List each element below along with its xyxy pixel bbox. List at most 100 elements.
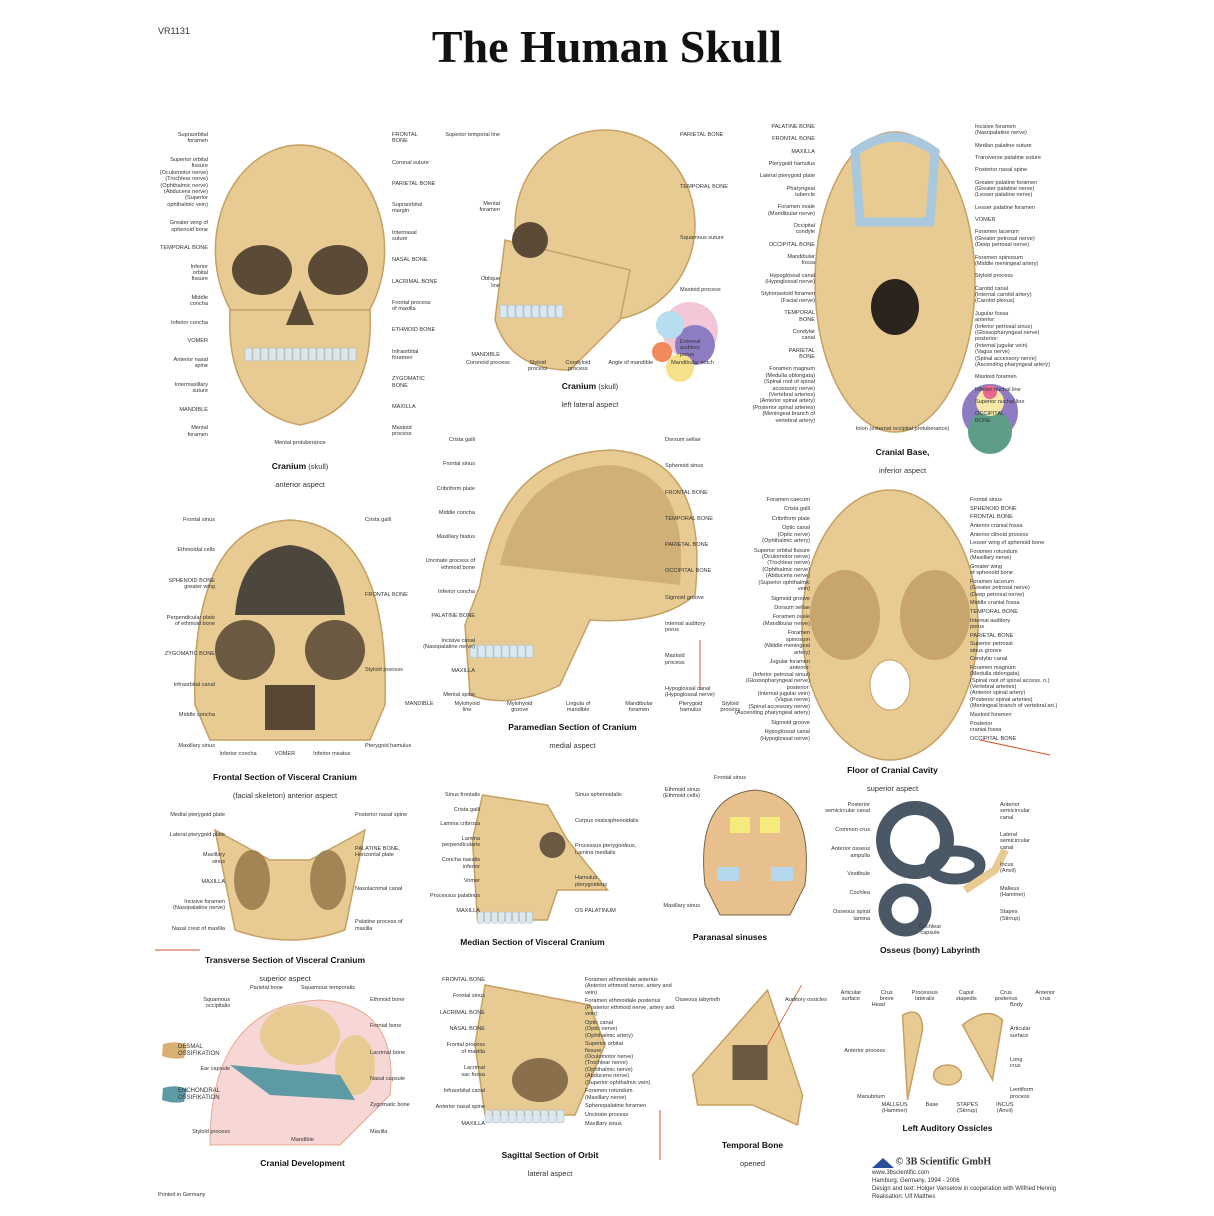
panel-title: Floor of Cranial Cavity bbox=[847, 765, 938, 775]
anatomy-label: ETHMOID BONE bbox=[392, 327, 436, 334]
bony-labyrinth-caption: Osseus (bony) Labyrinth bbox=[805, 940, 1055, 958]
bone-color-key-diagram bbox=[962, 384, 1018, 454]
anatomy-label: Jugular foramen anterior: (Inferior petr… bbox=[735, 658, 810, 717]
anatomy-label: Ear capsule bbox=[200, 1066, 230, 1072]
anatomy-label: Carotid canal (Internal carotid artery) … bbox=[975, 285, 1032, 305]
base-illustration bbox=[814, 131, 1018, 454]
enchondral-swatch-icon bbox=[162, 1086, 187, 1103]
design-credits: Design and text: Holger Vanselow in coop… bbox=[872, 1186, 1056, 1192]
anatomy-label: FRONTAL BONE bbox=[365, 592, 408, 599]
panel-title: Cranium bbox=[561, 381, 597, 391]
anatomy-label: OS PALATINUM bbox=[575, 907, 616, 914]
anatomy-label: Posterior nasal spine bbox=[975, 167, 1028, 174]
anatomy-label: Pterygoid hamulus bbox=[678, 701, 703, 714]
3b-logo-icon bbox=[872, 1158, 894, 1168]
anatomy-label: Foramen ethmoidale posterius (Posterior … bbox=[585, 998, 675, 1018]
anatomy-label: Anterior crus bbox=[1035, 990, 1055, 1003]
anatomy-label: Maxillary sinus bbox=[585, 1120, 622, 1127]
anatomy-label: MAXILLA bbox=[791, 148, 815, 155]
cranial-development-caption: Cranial Development bbox=[180, 1153, 425, 1171]
anatomy-label: Anterior cranial fossa bbox=[970, 522, 1023, 529]
anatomy-label: LACRIMAL BONE bbox=[439, 1009, 485, 1016]
anatomy-label: Ethmoid bone bbox=[370, 997, 405, 1003]
paranasal-sinuses-caption: Paranasal sinuses bbox=[650, 927, 810, 945]
anatomy-label: Squamous temporalis bbox=[300, 985, 356, 991]
anatomy-label: Perpendicular plate of ethmoid bone bbox=[166, 614, 215, 627]
anatomy-label: FRONTAL BONE bbox=[970, 514, 1013, 521]
anatomy-label: Foramen ovale (Mandibular nerve) bbox=[763, 614, 810, 627]
cranium-anterior-drawing bbox=[214, 144, 386, 426]
anatomy-label: TEMPORAL BONE bbox=[665, 515, 713, 522]
median-section-caption: Median Section of Visceral Cranium bbox=[420, 932, 645, 950]
anatomy-label: Superior petrosal sinus groove bbox=[970, 641, 1013, 654]
anatomy-label: Stylomastoid foramen (Facial nerve) bbox=[760, 291, 815, 304]
anatomy-label: Crista galli bbox=[365, 517, 392, 523]
anatomy-label: Lesser wing of sphenoid bone bbox=[970, 540, 1045, 547]
anatomy-label: Foramen ethmoidale anterius (Anterior et… bbox=[585, 977, 672, 996]
anatomy-label: Crista galli bbox=[448, 437, 475, 443]
anatomy-label: FRONTAL BONE bbox=[392, 132, 418, 145]
cranial-base-right-labels: Incisive foramen (Nasopalatine nerve)Med… bbox=[975, 124, 1060, 424]
anatomy-label: Infraorbital canal bbox=[443, 1087, 485, 1094]
anatomy-label: PARIETAL BONE bbox=[392, 180, 436, 187]
anatomy-label: Lateral semicircular canal bbox=[1000, 832, 1030, 851]
anatomy-label: Head bbox=[871, 1002, 885, 1008]
anatomy-label: OCCIPITAL BONE bbox=[665, 568, 712, 575]
panel-title: Cranium bbox=[271, 461, 307, 471]
anatomy-label: Anterior nasal spine bbox=[435, 1104, 485, 1111]
anatomy-label: PARIETAL BONE bbox=[788, 347, 815, 361]
devel-illustration bbox=[209, 999, 392, 1146]
anatomy-label: MALLEUS (Hammer) bbox=[881, 1102, 908, 1115]
anatomy-label: Pharyngeal tubercle bbox=[786, 185, 815, 198]
panel-subtitle: inferior aspect bbox=[878, 466, 927, 475]
anatomy-label: Foramen caecum bbox=[766, 497, 810, 503]
panel-subtitle: superior aspect bbox=[259, 974, 311, 983]
anatomy-label: Supraorbital foramen bbox=[177, 132, 208, 145]
anatomy-label: ZYGOMATIC BONE bbox=[392, 376, 425, 389]
anatomy-label: Posterior cranial fossa bbox=[970, 720, 1002, 733]
temporal-bone-right-labels: Auditory ossicles bbox=[785, 997, 840, 1117]
anatomy-label: MANDIBLE bbox=[471, 351, 500, 358]
trans-illustration bbox=[155, 828, 367, 951]
anatomy-label: PALATINE BONE bbox=[431, 613, 475, 620]
anatomy-label: Middle concha bbox=[438, 509, 475, 516]
anatomy-label: Infraorbital canal bbox=[173, 681, 215, 688]
anatomy-label: Hypoglossal canal (Hypoglossal nerve) bbox=[760, 729, 810, 742]
anatomy-label: Greater wing of sphenoid bone bbox=[970, 563, 1013, 577]
frontsec-illustration bbox=[194, 519, 386, 741]
anatomy-label: Inferior orbital fissure bbox=[190, 263, 208, 283]
paranasal-sinuses-left-labels: Ethmoid sinus (Ethmoid cells)Maxillary s… bbox=[650, 787, 700, 909]
anatomy-label: Mental foramen bbox=[187, 425, 208, 438]
anatomy-label: Infraorbital foramen bbox=[392, 348, 419, 361]
anatomy-label: Cochlea bbox=[849, 890, 870, 897]
anatomy-label: Foramen rotundum (Maxillary nerve) bbox=[585, 1088, 633, 1101]
anatomy-label: Superior nuchal line bbox=[975, 398, 1025, 405]
anatomy-label: Optic canal (Optic nerve) (Ophthalmic ar… bbox=[585, 1019, 633, 1039]
anatomy-label: Foramen rotundum (Maxillary nerve) bbox=[970, 548, 1018, 562]
anatomy-label: PALATINE BONE bbox=[771, 124, 815, 130]
anatomy-label: FRONTAL BONE bbox=[665, 489, 708, 496]
anatomy-label: Mandible bbox=[291, 1137, 314, 1143]
panel-subtitle: (facial skeleton) anterior aspect bbox=[232, 791, 338, 800]
sagittal-illustration bbox=[464, 449, 701, 702]
anatomy-label: Anterior nasal spine bbox=[173, 356, 208, 370]
anatomy-label: MANDIBLE bbox=[405, 701, 434, 707]
anatomy-label: VOMER bbox=[975, 217, 996, 224]
sagittal-orbit-right-labels: Foramen ethmoidale anterius (Anterior et… bbox=[585, 977, 680, 1127]
